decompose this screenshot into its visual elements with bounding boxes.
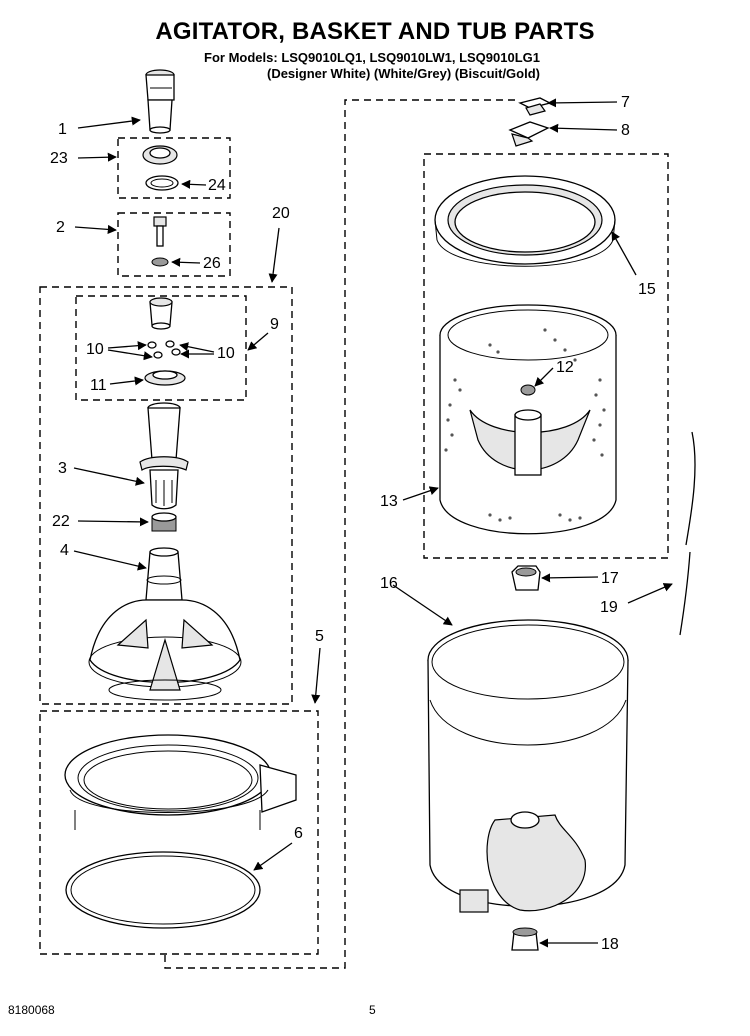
callout-9: 9 xyxy=(270,316,279,333)
connector-line xyxy=(164,99,520,969)
callout-17: 17 xyxy=(601,570,619,587)
part-6-gasket xyxy=(65,851,261,929)
part-7-clip xyxy=(518,97,552,116)
callout-19: 19 xyxy=(600,599,618,616)
callout-23: 23 xyxy=(50,150,68,167)
callout-13: 13 xyxy=(380,493,398,510)
callout-24: 24 xyxy=(208,177,226,194)
part-23-seal xyxy=(142,145,178,165)
part-11-ring xyxy=(144,370,186,386)
group-box-2-26 xyxy=(117,212,231,277)
part-19-hose-upper xyxy=(685,431,696,546)
callout-4: 4 xyxy=(60,542,69,559)
callout-22: 22 xyxy=(52,513,70,530)
callout-2: 2 xyxy=(56,219,65,236)
part-26-washer xyxy=(151,257,169,267)
part-24-oring-inner xyxy=(150,178,174,188)
models-line: For Models: LSQ9010LQ1, LSQ9010LW1, LSQ9… xyxy=(204,50,540,65)
part-22-clutch xyxy=(151,512,177,532)
part-8-bracket xyxy=(508,121,550,147)
doc-number: 8180068 xyxy=(8,1003,55,1017)
page-title: AGITATOR, BASKET AND TUB PARTS xyxy=(155,18,595,45)
callout-18: 18 xyxy=(601,936,619,953)
callout-20: 20 xyxy=(272,205,290,222)
callout-15: 15 xyxy=(638,281,656,298)
colors-line: (Designer White) (White/Grey) (Biscuit/G… xyxy=(266,66,540,81)
part-24-oring xyxy=(145,175,179,191)
part-19-hose-lower xyxy=(679,551,691,636)
callout-5: 5 xyxy=(315,628,324,645)
group-box-basket xyxy=(423,153,669,559)
part-2-bolt xyxy=(153,216,167,247)
part-15-balance-ring xyxy=(434,175,616,267)
group-box-5 xyxy=(39,710,319,955)
page-number: 5 xyxy=(369,1003,376,1017)
callout-8: 8 xyxy=(621,122,630,139)
part-9-cam xyxy=(149,297,173,330)
callout-16: 16 xyxy=(380,575,398,592)
part-13-basket xyxy=(439,304,617,535)
group-box-23-24 xyxy=(117,137,231,199)
callout-11: 11 xyxy=(90,377,107,394)
callout-3: 3 xyxy=(58,460,67,477)
callout-6: 6 xyxy=(294,825,303,842)
part-17-coupler xyxy=(511,565,541,591)
callout-26: 26 xyxy=(203,255,221,272)
callout-10-right: 10 xyxy=(217,345,235,362)
part-agitator-cap xyxy=(145,69,175,134)
part-18-drive-block xyxy=(511,927,539,951)
part-5-tub-ring xyxy=(64,734,297,830)
part-10-dogs xyxy=(147,340,181,359)
callout-1: 1 xyxy=(58,121,67,138)
part-4-agitator-base xyxy=(88,547,242,701)
callout-12: 12 xyxy=(556,359,574,376)
callout-7: 7 xyxy=(621,94,630,111)
part-3-auger xyxy=(139,402,189,510)
group-box-9 xyxy=(75,295,247,401)
part-16-outer-tub xyxy=(427,619,629,913)
group-box-20 xyxy=(39,286,293,705)
callout-10-left: 10 xyxy=(86,341,104,358)
